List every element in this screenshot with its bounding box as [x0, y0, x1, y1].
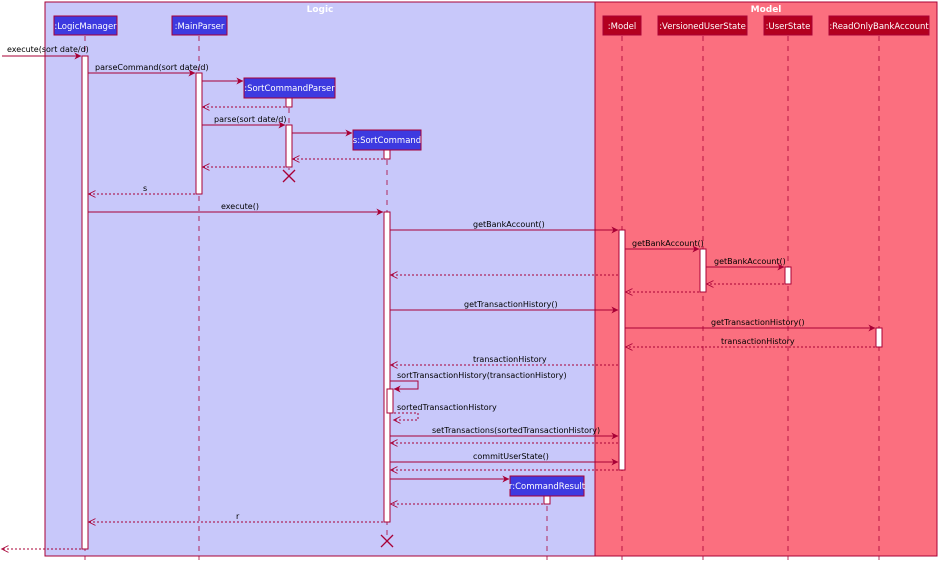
participant-versioned-user-state-label: :VersionedUserState	[659, 22, 746, 32]
participant-logic-manager: :LogicManager	[53, 15, 118, 36]
msg-get-transaction-history-2: getTransactionHistory()	[711, 318, 805, 327]
participant-sort-command: s:SortCommand	[352, 129, 422, 151]
activation-sort-command-self	[386, 388, 394, 414]
msg-transaction-history-2: transactionHistory	[721, 337, 795, 346]
participant-read-only-bank-account: :ReadOnlyBankAccount	[828, 15, 930, 36]
destroy-sort-command	[380, 534, 394, 548]
model-box	[594, 1, 938, 557]
msg-get-bank-account-1: getBankAccount()	[473, 220, 545, 229]
activation-sort-command-1	[383, 149, 391, 160]
msg-get-bank-account-3: getBankAccount()	[714, 257, 786, 266]
participant-model: :Model	[602, 15, 642, 36]
activation-model	[618, 229, 626, 471]
msg-sort-transaction-history: sortTransactionHistory(transactionHistor…	[397, 371, 567, 380]
participant-read-only-bank-account-label: :ReadOnlyBankAccount	[829, 22, 929, 32]
logic-box-title: Logic	[307, 5, 334, 15]
participant-command-result-label: r:CommandResult	[509, 482, 586, 492]
msg-transaction-history-1: transactionHistory	[473, 355, 547, 364]
participant-main-parser-label: :MainParser	[175, 22, 225, 32]
activation-user-state	[784, 266, 792, 285]
activation-main-parser	[195, 72, 203, 195]
activation-read-only-bank-account	[875, 327, 883, 348]
msg-r: r	[236, 512, 240, 521]
arrow-sort-transaction-history	[390, 380, 419, 393]
participant-versioned-user-state: :VersionedUserState	[657, 15, 748, 36]
participant-command-result: r:CommandResult	[509, 475, 586, 497]
participant-sort-command-parser-label: :SortCommandParser	[244, 84, 335, 94]
participant-sort-command-label: s:SortCommand	[353, 136, 421, 146]
destroy-sort-command-parser	[282, 169, 296, 183]
msg-sorted-transaction-history: sortedTransactionHistory	[397, 403, 497, 412]
participant-main-parser: :MainParser	[171, 15, 228, 36]
msg-commit-user-state: commitUserState()	[473, 452, 549, 461]
activation-sort-command-2	[383, 211, 391, 523]
model-box-title: Model	[751, 5, 782, 15]
participant-logic-manager-label: :LogicManager	[54, 22, 117, 32]
participant-model-label: :Model	[608, 22, 636, 32]
msg-execute-sort: execute(sort date/d)	[7, 45, 89, 54]
msg-s: s	[143, 184, 147, 193]
msg-set-transactions: setTransactions(sortedTransactionHistory…	[432, 426, 600, 435]
activation-logic-manager	[81, 55, 89, 550]
msg-get-bank-account-2: getBankAccount()	[632, 239, 704, 248]
msg-parse: parse(sort date/d)	[214, 115, 286, 124]
msg-get-transaction-history-1: getTransactionHistory()	[464, 300, 558, 309]
participant-user-state: :UserState	[763, 15, 813, 36]
msg-execute: execute()	[221, 202, 259, 211]
activation-sort-command-parser-2	[285, 124, 293, 168]
activation-versioned-user-state	[699, 248, 707, 293]
participant-sort-command-parser: :SortCommandParser	[243, 77, 336, 99]
participant-user-state-label: :UserState	[766, 22, 811, 32]
return-sorted-transaction-history	[394, 412, 419, 420]
activation-sort-command-parser-1	[285, 97, 293, 108]
msg-parse-command: parseCommand(sort date/d)	[95, 63, 209, 72]
